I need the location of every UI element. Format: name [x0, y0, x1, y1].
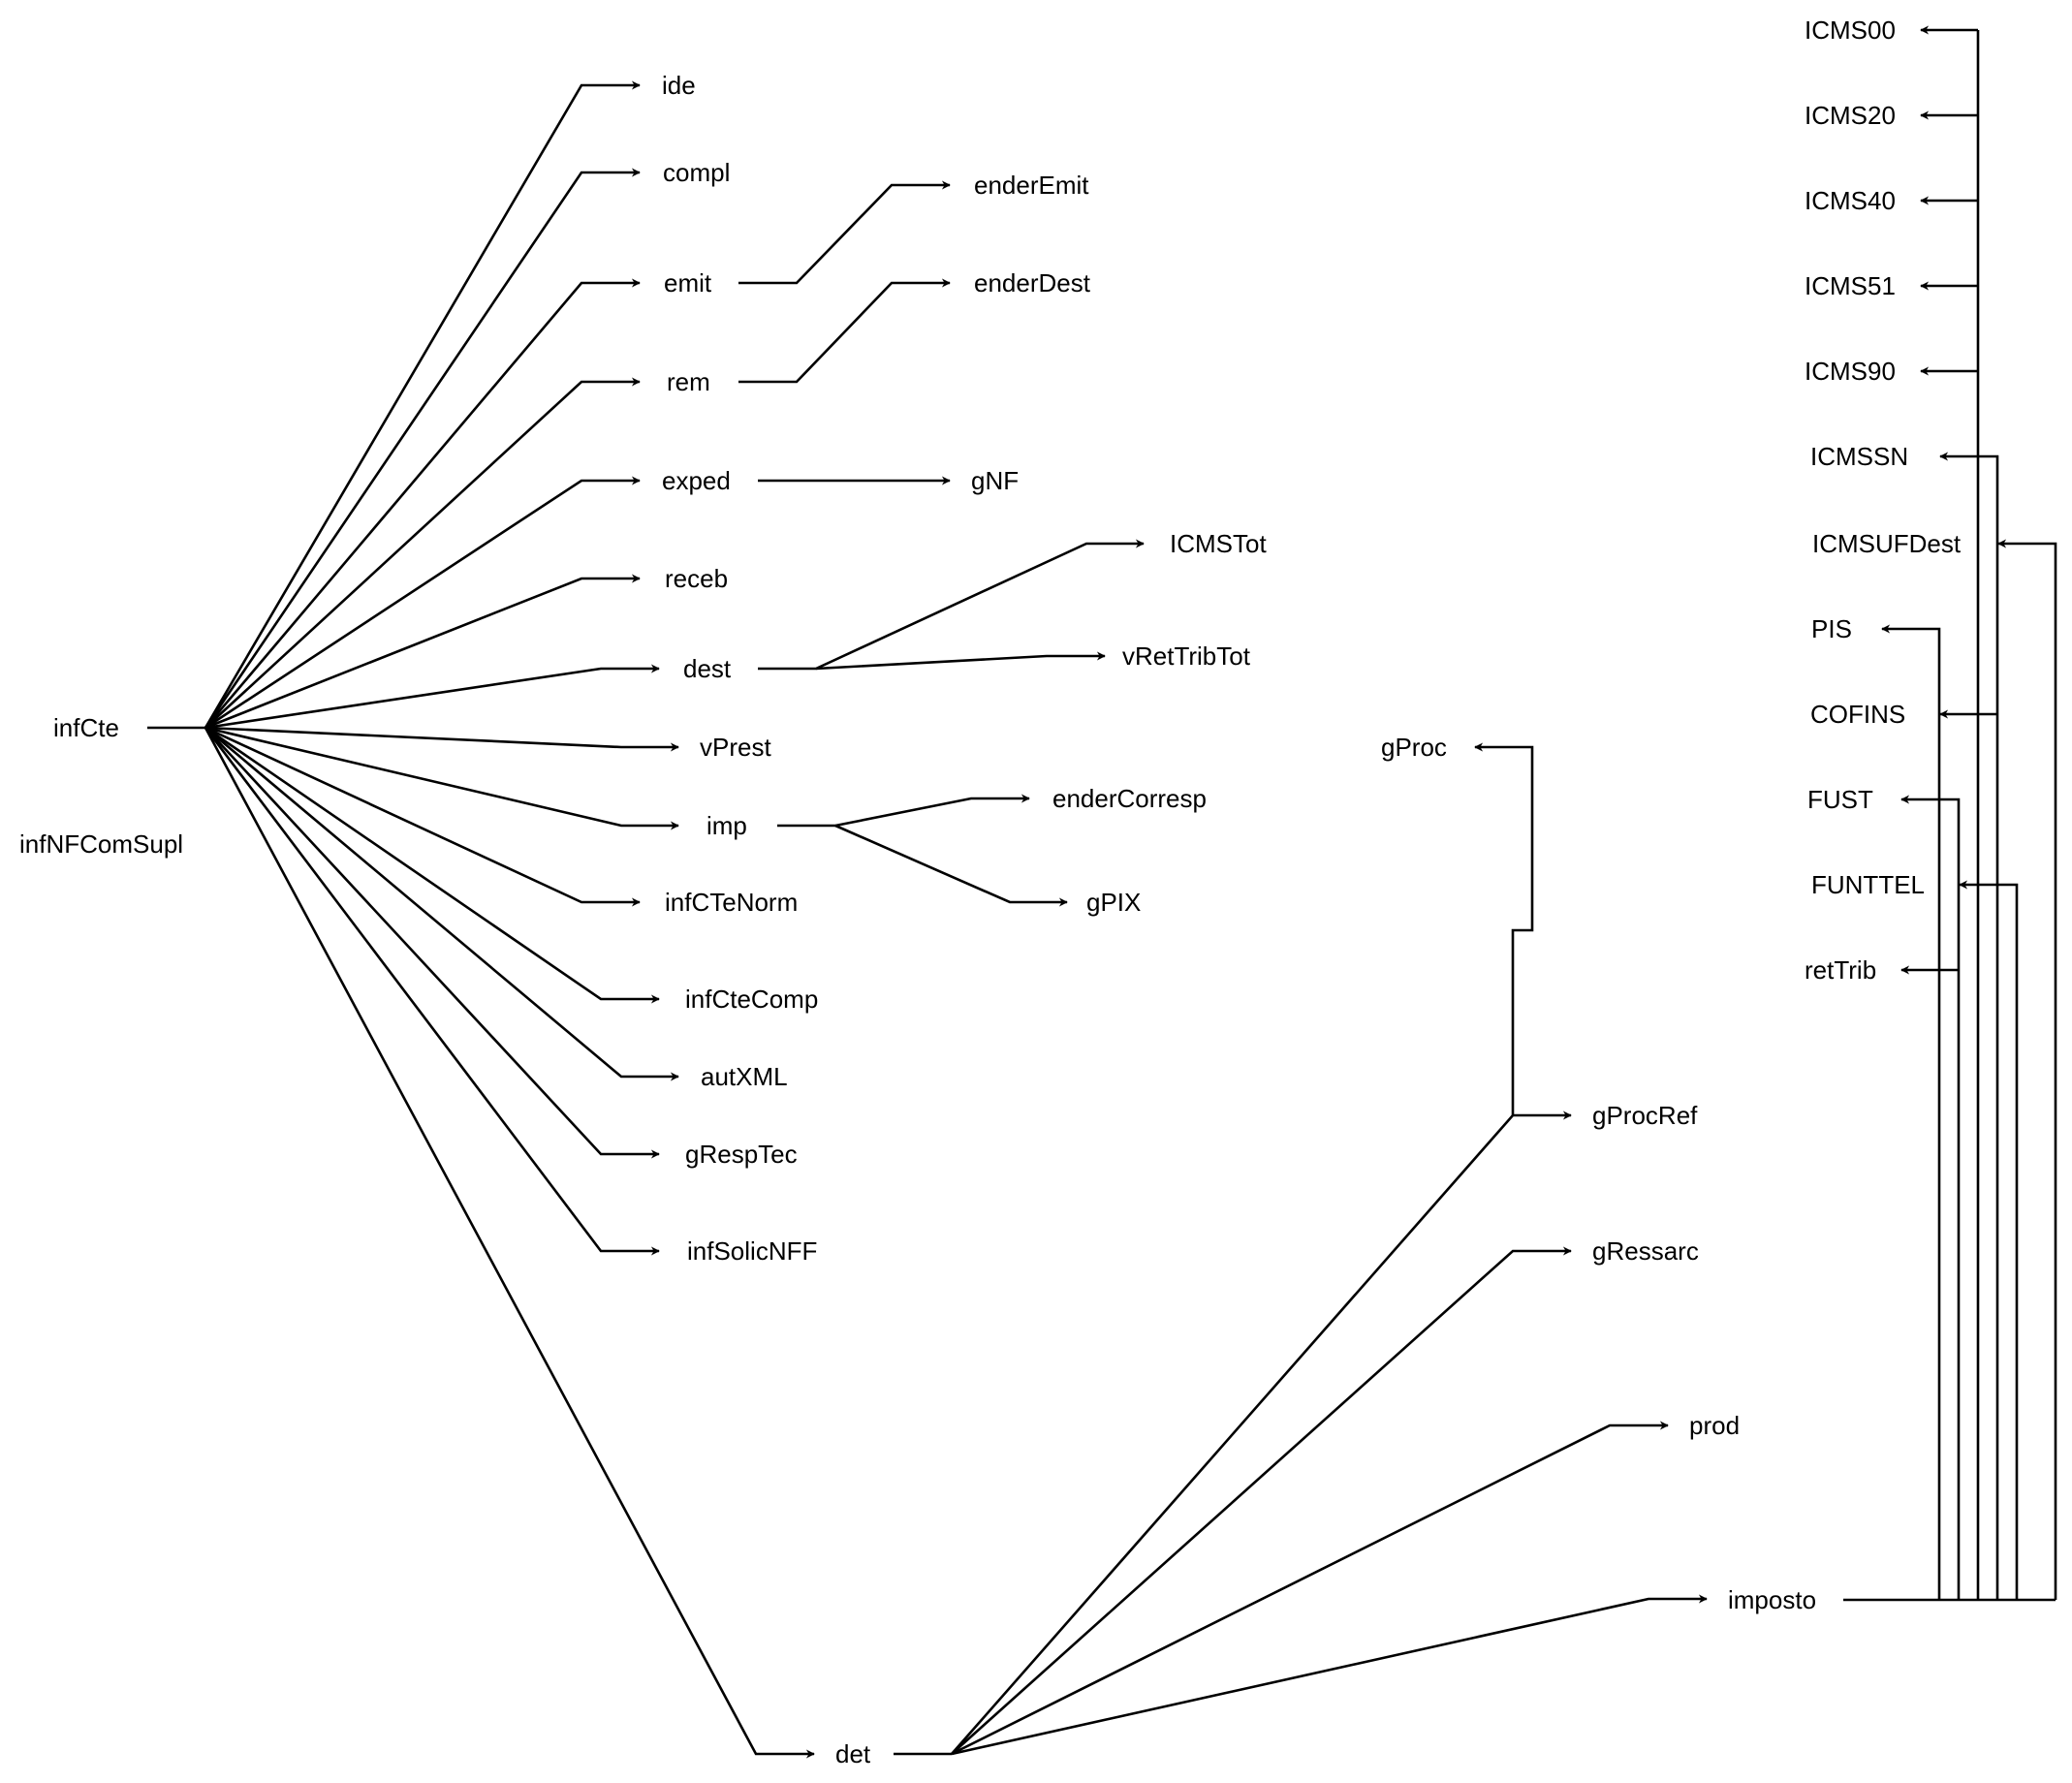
edge-infCte-emit	[204, 278, 641, 729]
edge-det-gRessarc	[951, 1246, 1572, 1755]
edge-infCte-dest	[204, 664, 660, 730]
edge-infCte-autXML	[204, 727, 679, 1081]
node-gProcRef[interactable]: gProcRef	[1592, 1101, 1698, 1130]
node-FUNTTEL[interactable]: FUNTTEL	[1811, 870, 1925, 899]
node-gRessarc[interactable]: gRessarc	[1592, 1236, 1699, 1266]
edge-infCte-vPrest	[204, 726, 679, 752]
node-autXML[interactable]: autXML	[701, 1062, 788, 1091]
node-vPrest[interactable]: vPrest	[700, 733, 771, 762]
edge-rem-enderDest	[738, 278, 951, 384]
node-infCTeNorm[interactable]: infCTeNorm	[665, 888, 798, 917]
node-FUST[interactable]: FUST	[1807, 785, 1873, 814]
edge-imp-enderCorresp	[777, 794, 1030, 828]
edge-imposto-ICMSSN	[1939, 452, 1999, 1600]
node-dest[interactable]: dest	[683, 654, 732, 683]
node-PIS[interactable]: PIS	[1811, 614, 1852, 643]
node-imposto[interactable]: imposto	[1728, 1585, 1816, 1614]
node-infNFComSupl[interactable]: infNFComSupl	[19, 829, 183, 859]
node-ICMS90[interactable]: ICMS90	[1805, 357, 1896, 386]
edge-imposto-PIS	[1881, 624, 1941, 1600]
edge-infCte-infCteComp	[204, 726, 660, 1004]
edge-infCte-exped	[204, 476, 641, 730]
node-receb[interactable]: receb	[665, 564, 728, 593]
node-rem[interactable]: rem	[667, 367, 710, 396]
edge-infCte-infCTeNorm	[204, 726, 641, 907]
edge-infCte-compl	[204, 168, 641, 729]
node-ICMS51[interactable]: ICMS51	[1805, 271, 1896, 300]
node-gProc[interactable]: gProc	[1381, 733, 1447, 762]
node-prod[interactable]: prod	[1689, 1411, 1740, 1440]
node-exped[interactable]: exped	[662, 466, 731, 495]
node-gRespTec[interactable]: gRespTec	[685, 1140, 798, 1169]
node-compl[interactable]: compl	[663, 158, 730, 187]
edge-infCte-receb	[204, 574, 641, 730]
edge-infCte-infSolicNFF	[204, 727, 660, 1256]
node-gPIX[interactable]: gPIX	[1086, 888, 1141, 917]
edge-imposto-FUST	[1900, 795, 1961, 1600]
node-infCteComp[interactable]: infCteComp	[685, 985, 818, 1014]
edge-imposto-ICMSUFDest	[1997, 539, 2057, 1600]
edge-emit-enderEmit	[738, 180, 951, 285]
node-ICMSTot[interactable]: ICMSTot	[1170, 529, 1267, 558]
node-infSolicNFF[interactable]: infSolicNFF	[687, 1236, 817, 1266]
node-ICMSSN[interactable]: ICMSSN	[1810, 442, 1908, 471]
edge-dest-ICMSTot	[758, 539, 1145, 671]
node-COFINS[interactable]: COFINS	[1810, 700, 1905, 729]
edge-det-prod	[951, 1421, 1669, 1756]
node-ICMS20[interactable]: ICMS20	[1805, 101, 1896, 130]
node-emit[interactable]: emit	[664, 268, 712, 297]
node-ICMS40[interactable]: ICMS40	[1805, 186, 1896, 215]
edge-det-imposto	[951, 1594, 1708, 1756]
node-det[interactable]: det	[835, 1739, 871, 1768]
node-gNF[interactable]: gNF	[971, 466, 1019, 495]
edge-imp-gPIX	[834, 824, 1068, 907]
node-enderCorresp[interactable]: enderCorresp	[1052, 784, 1207, 813]
node-ide[interactable]: ide	[662, 71, 696, 100]
edge-infCte-gRespTec	[204, 727, 660, 1159]
node-enderEmit[interactable]: enderEmit	[974, 171, 1089, 200]
node-ICMS00[interactable]: ICMS00	[1805, 16, 1896, 45]
node-imp[interactable]: imp	[706, 811, 747, 840]
edge-infCte-imp	[204, 726, 679, 830]
edge-det-gProcRef	[951, 1110, 1572, 1755]
edge-infCte-rem	[204, 377, 641, 729]
node-enderDest[interactable]: enderDest	[974, 268, 1091, 297]
node-vRetTribTot[interactable]: vRetTribTot	[1122, 641, 1251, 671]
labels-layer: infCte infNFComSupl ide compl emit rem e…	[19, 16, 1962, 1768]
edge-infCte-det	[204, 727, 815, 1759]
node-infCte[interactable]: infCte	[53, 713, 119, 742]
node-retTrib[interactable]: retTrib	[1805, 955, 1876, 985]
node-ICMSUFDest[interactable]: ICMSUFDest	[1812, 529, 1962, 558]
edges-layer	[147, 25, 2057, 1759]
edge-infCte-ide	[204, 80, 641, 729]
edge-imposto-FUNTTEL	[1959, 880, 2019, 1600]
edge-dest-vRetTribTot	[815, 651, 1106, 671]
edge-gProcRef-gProc	[1474, 742, 1534, 1115]
